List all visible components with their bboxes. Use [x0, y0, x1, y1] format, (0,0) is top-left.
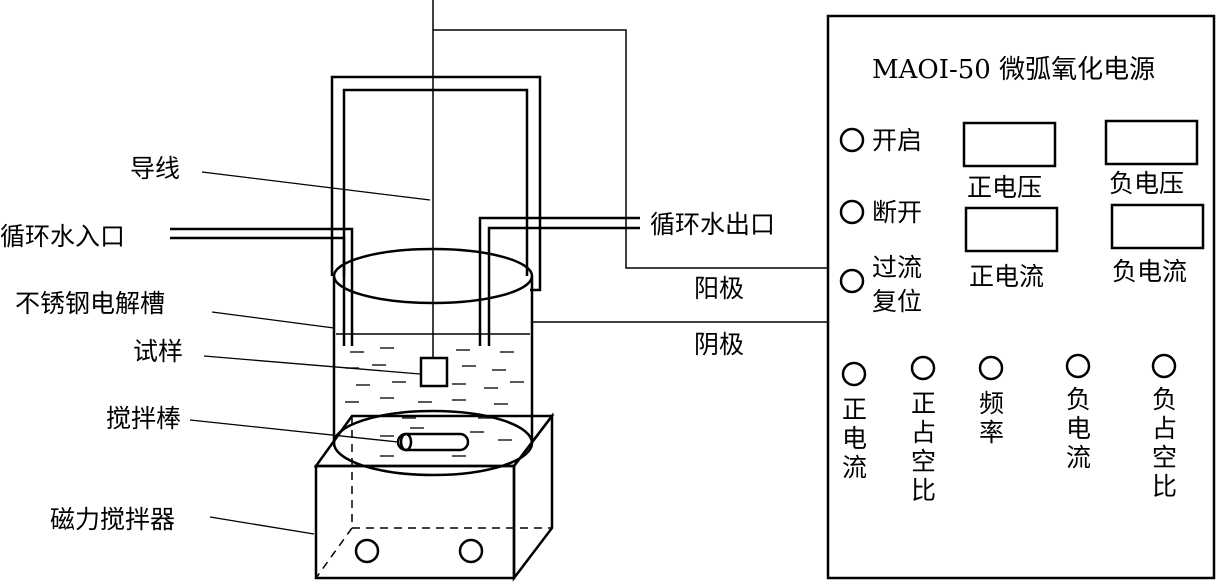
magnetic-stirrer	[313, 412, 555, 582]
knob-frequency-char-1: 频	[979, 389, 1004, 418]
knob-pos-current-char-3: 流	[842, 453, 867, 482]
cooling-pipe	[170, 75, 640, 346]
knob-neg-current-char-2: 电	[1066, 414, 1091, 443]
knob-pos-current[interactable]	[841, 361, 867, 387]
knob-neg-duty-char-3: 空	[1152, 443, 1177, 472]
pos-current-label: 正电流	[969, 262, 1044, 291]
knob-frequency-char-2: 率	[979, 418, 1004, 447]
tank-label: 不锈钢电解槽	[15, 289, 165, 318]
knob-pos-duty-char-2: 占	[911, 418, 936, 447]
knob-pos-duty-char-1: 正	[911, 389, 936, 418]
knob-pos-duty-char-3: 空	[911, 447, 936, 476]
wire-label: 导线	[130, 154, 180, 183]
knob-neg-current-char-3: 流	[1066, 443, 1091, 472]
knob-frequency[interactable]	[978, 355, 1004, 381]
knob-pos-duty[interactable]	[910, 355, 936, 381]
knob-neg-duty-char-1: 负	[1152, 385, 1177, 414]
overcurrent-reset-indicator[interactable]	[839, 268, 865, 294]
cathode-label: 阴极	[694, 330, 744, 359]
leader-lines	[189, 171, 431, 535]
power-supply-title: MAOI-50 微弧氧化电源	[872, 55, 1155, 85]
knob-neg-duty[interactable]	[1151, 353, 1177, 379]
water-outlet-label: 循环水出口	[650, 210, 775, 239]
knob-neg-duty-char-2: 占	[1152, 414, 1177, 443]
stir-bar	[396, 432, 470, 452]
pos-current-display	[964, 206, 1059, 253]
knob-neg-duty-char-4: 比	[1152, 472, 1177, 501]
reset-label: 复位	[872, 287, 922, 316]
wiring	[432, 0, 828, 358]
overcurrent-label: 过流	[872, 253, 922, 282]
power-off-indicator[interactable]	[839, 199, 865, 225]
stirrer-knob-left	[354, 538, 380, 564]
knob-pos-current-char-2: 电	[842, 424, 867, 453]
knob-neg-current[interactable]	[1065, 353, 1091, 379]
neg-voltage-display	[1104, 119, 1199, 166]
knob-pos-current-char-1: 正	[842, 395, 867, 424]
sample-specimen	[419, 356, 449, 388]
neg-voltage-label: 负电压	[1109, 169, 1184, 198]
magnetic-stirrer-label: 磁力搅拌器	[50, 505, 175, 534]
sample-label: 试样	[133, 337, 183, 366]
stirrer-knob-right	[458, 538, 484, 564]
power-off-label: 断开	[872, 198, 922, 227]
knob-pos-duty-char-4: 比	[911, 476, 936, 505]
neg-current-label: 负电流	[1112, 257, 1187, 286]
power-on-indicator[interactable]	[839, 127, 865, 153]
water-inlet-label: 循环水入口	[0, 222, 125, 251]
stir-bar-label: 搅拌棒	[106, 404, 181, 433]
pos-voltage-label: 正电压	[967, 173, 1042, 202]
anode-label: 阳极	[694, 274, 744, 303]
knob-neg-current-char-1: 负	[1066, 385, 1091, 414]
power-on-label: 开启	[872, 126, 922, 155]
neg-current-display	[1110, 203, 1205, 250]
power-supply-panel: MAOI-50 微弧氧化电源 开启 断开 过流 复位 正电压 负电压 正电流 负…	[826, 14, 1216, 580]
pos-voltage-display	[962, 121, 1057, 168]
